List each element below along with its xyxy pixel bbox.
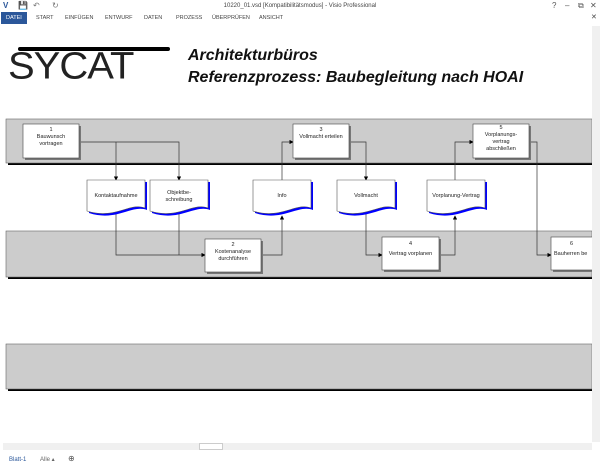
vertical-scrollbar[interactable] [592, 26, 600, 442]
document-vollmacht[interactable]: Vollmacht [354, 193, 378, 199]
minimize-button[interactable]: – [565, 1, 570, 10]
process-label: Bauwunsch vortragen [36, 134, 66, 147]
save-icon[interactable]: 💾 [18, 1, 28, 10]
tab-start[interactable]: START [36, 15, 54, 21]
all-sheets-button[interactable]: Alle ▴ [40, 457, 55, 463]
process-label: Vertrag vorplanen [388, 251, 433, 257]
process-number: 4 [408, 241, 413, 247]
document-kontaktaufnahme[interactable]: Kontaktaufnahme [94, 193, 138, 199]
redo-icon[interactable]: ↻ [52, 1, 59, 10]
undo-icon[interactable]: ↶ [33, 1, 40, 10]
scroll-thumb[interactable] [199, 443, 223, 450]
process-label: Vollmacht erteilen [299, 134, 343, 140]
ribbon-close-button[interactable]: ✕ [591, 14, 597, 21]
document-objektbeschreibung[interactable]: Objektbe-schreibung [165, 190, 193, 203]
process-number: 2 [231, 242, 235, 248]
swimlane-2 [5, 230, 592, 279]
tab-ansicht[interactable]: ANSICHT [259, 15, 284, 21]
process-label: Vorplanungs-vertrag abschließen [484, 132, 518, 152]
help-button[interactable]: ? [552, 1, 557, 10]
swimlane-3 [5, 343, 592, 391]
tab-ueberpruefen[interactable]: ÜBERPRÜFEN [212, 15, 250, 21]
status-bar: Blatt-1 Alle ▴ ⊕ [0, 452, 600, 468]
title-bar: V 💾 ↶ ↻ 10220_01.vsd [Kompatibilitätsmod… [0, 0, 600, 12]
connectors [79, 139, 552, 258]
sycat-logo: SYCAT [8, 45, 134, 87]
add-sheet-icon[interactable]: ⊕ [68, 454, 75, 463]
diagram-title: Architekturbüros [188, 47, 318, 64]
process-diagram [5, 118, 592, 391]
document-shapes [86, 179, 487, 216]
tab-einfuegen[interactable]: EINFÜGEN [65, 15, 94, 21]
process-number: 1 [49, 127, 53, 133]
process-shapes [22, 123, 592, 274]
horizontal-scrollbar[interactable] [3, 443, 592, 450]
tab-prozess[interactable]: PROZESS [176, 15, 203, 21]
logo-bar [18, 47, 170, 51]
process-number: 5 [499, 125, 503, 131]
window-title: 10220_01.vsd [Kompatibilitätsmodus] - Vi… [223, 3, 377, 9]
restore-button[interactable]: ⧉ [578, 1, 584, 10]
visio-app-icon: V [3, 1, 9, 10]
document-info[interactable]: Info [277, 193, 287, 199]
sheet-tab-blatt-1[interactable]: Blatt-1 [9, 457, 27, 463]
document-vorplanung-vertrag[interactable]: Vorplanung-Vertrag [432, 193, 480, 199]
process-number: 3 [319, 127, 323, 133]
tab-datei[interactable]: DATEI [1, 12, 27, 24]
process-label: Kostenanalyse durchführen [214, 249, 252, 262]
close-button[interactable]: ✕ [590, 1, 597, 10]
diagram-subtitle: Referenzprozess: Baubegleitung nach HOAI [188, 69, 524, 86]
process-number: 6 [569, 241, 574, 247]
ribbon-tabs: DATEI START EINFÜGEN ENTWURF DATEN PROZE… [0, 12, 600, 24]
tab-entwurf[interactable]: ENTWURF [105, 15, 133, 21]
tab-daten[interactable]: DATEN [144, 15, 163, 21]
process-label: Bauherren be [554, 251, 588, 257]
